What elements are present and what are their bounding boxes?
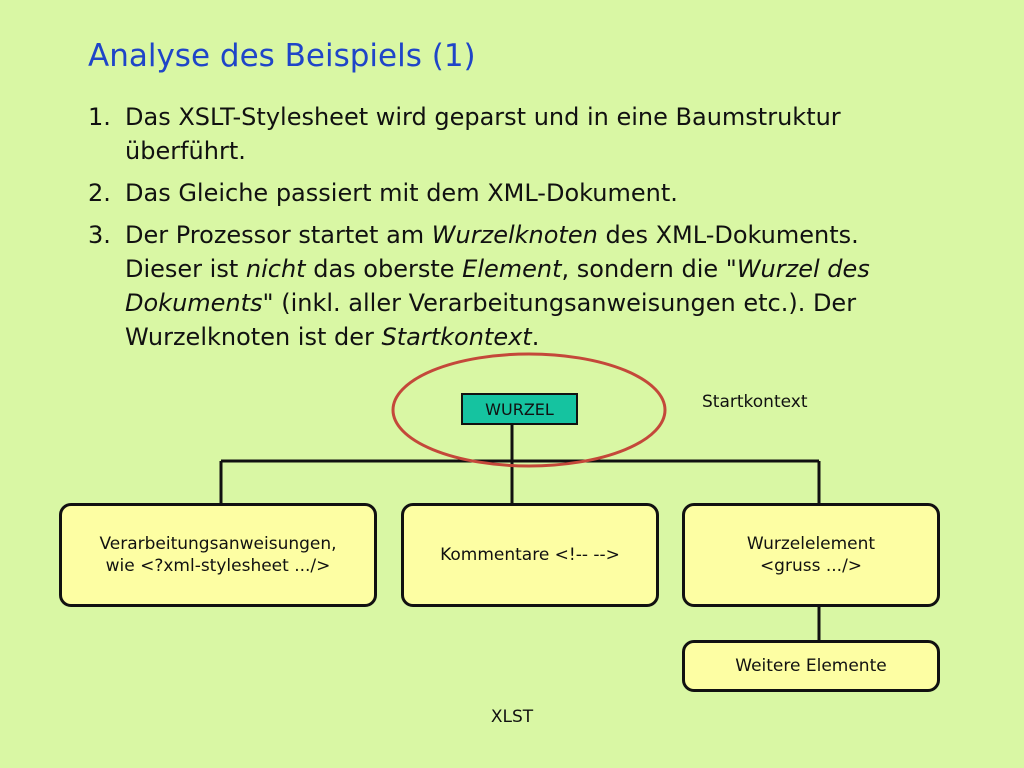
text-run: , sondern die " bbox=[561, 255, 737, 283]
node-processing-instructions: Verarbeitungsanweisungen, wie <?xml-styl… bbox=[59, 503, 377, 607]
italic-run: Element bbox=[462, 255, 562, 283]
node-text: Kommentare <!-- --> bbox=[440, 544, 620, 566]
node-line: Weitere Elemente bbox=[735, 656, 887, 676]
node-line: Wurzelelement bbox=[746, 534, 876, 554]
list-number: 2. bbox=[88, 179, 111, 207]
node-line: wie <?xml-stylesheet .../> bbox=[105, 556, 331, 576]
text-run: " (inkl. aller Verarbeitungsanweisungen … bbox=[125, 289, 857, 351]
node-line: Kommentare <!-- --> bbox=[440, 545, 620, 565]
text-run: Das Gleiche passiert mit dem XML-Dokumen… bbox=[125, 179, 678, 207]
italic-run: Wurzelknoten bbox=[431, 221, 598, 249]
text-run: das oberste bbox=[305, 255, 463, 283]
highlight-ellipse bbox=[391, 352, 667, 468]
node-text: Weitere Elemente bbox=[735, 655, 886, 677]
node-line: Verarbeitungsanweisungen, bbox=[99, 534, 337, 554]
start-context-label: Startkontext bbox=[702, 392, 808, 412]
text-run: Das XSLT-Stylesheet wird geparst und in … bbox=[125, 103, 841, 165]
list-number: 1. bbox=[88, 103, 111, 131]
root-node-label: WURZEL bbox=[485, 399, 554, 419]
list-item: 3. Der Prozessor startet am Wurzelknoten… bbox=[88, 218, 928, 354]
step-list: 1. Das XSLT-Stylesheet wird geparst und … bbox=[88, 100, 928, 362]
node-comments: Kommentare <!-- --> bbox=[401, 503, 659, 607]
list-text: Der Prozessor startet am Wurzelknoten de… bbox=[125, 218, 928, 354]
node-further-elements: Weitere Elemente bbox=[682, 640, 940, 692]
node-root-element: Wurzelelement <gruss .../> bbox=[682, 503, 940, 607]
list-number: 3. bbox=[88, 221, 111, 249]
node-text: Verarbeitungsanweisungen, wie <?xml-styl… bbox=[99, 533, 336, 577]
text-run: Der Prozessor startet am bbox=[125, 221, 432, 249]
list-text: Das Gleiche passiert mit dem XML-Dokumen… bbox=[125, 176, 928, 210]
list-item: 1. Das XSLT-Stylesheet wird geparst und … bbox=[88, 100, 928, 168]
text-run: . bbox=[531, 323, 540, 351]
list-item: 2. Das Gleiche passiert mit dem XML-Doku… bbox=[88, 176, 928, 210]
list-text: Das XSLT-Stylesheet wird geparst und in … bbox=[125, 100, 928, 168]
root-node: WURZEL bbox=[461, 393, 578, 425]
text-run: des XML-Dokuments. Dieser ist bbox=[125, 221, 859, 283]
node-text: Wurzelelement <gruss .../> bbox=[747, 533, 875, 577]
italic-run: nicht bbox=[245, 255, 306, 283]
page-title: Analyse des Beispiels (1) bbox=[88, 38, 476, 74]
node-line: <gruss .../> bbox=[759, 556, 863, 576]
italic-run: Wurzel des Dokuments bbox=[125, 255, 870, 317]
italic-run: Startkontext bbox=[381, 323, 532, 351]
footer-label: XLST bbox=[490, 707, 534, 727]
